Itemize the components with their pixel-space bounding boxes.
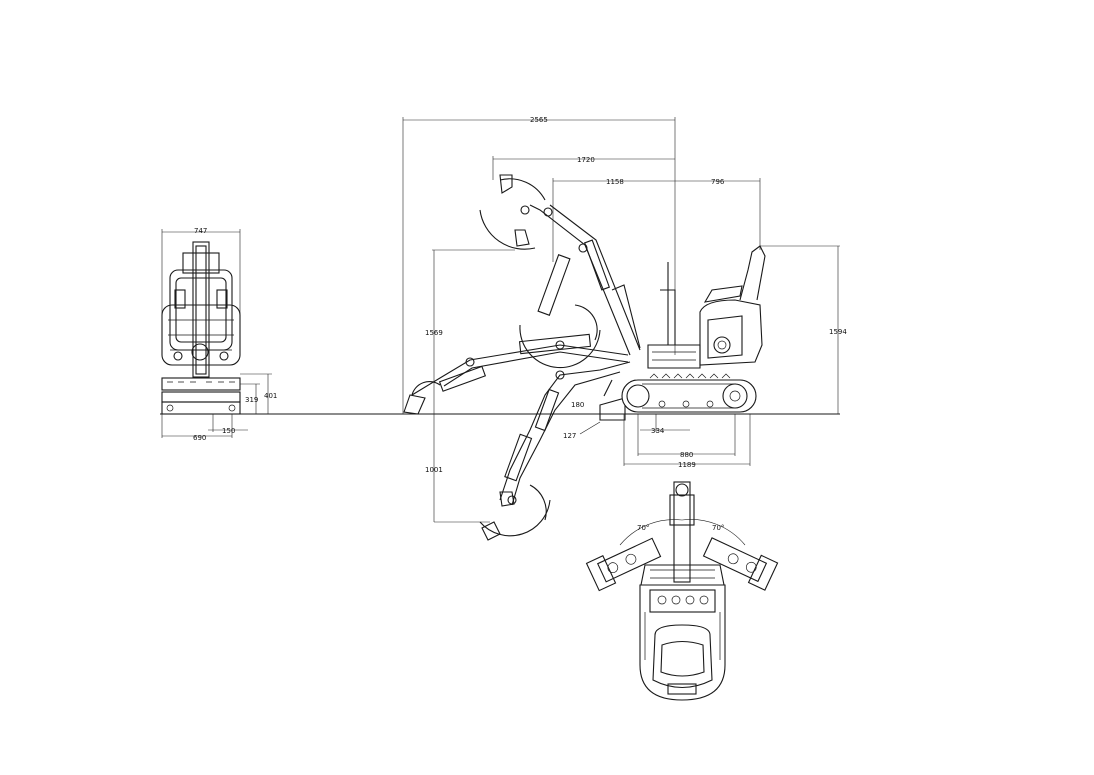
overall-reach-dim: 2565 xyxy=(530,116,548,124)
swing-left-dim: 70° xyxy=(637,524,649,532)
blade-127-dim: 127 xyxy=(563,432,576,440)
overall-height-dim: 1594 xyxy=(829,328,847,336)
tail-796-dim: 796 xyxy=(711,178,725,186)
track-width-dim: 690 xyxy=(193,434,206,442)
height-401-dim: 401 xyxy=(264,392,277,400)
side-view: 2565 1720 1158 796 1569 1594 1001 xyxy=(402,116,847,541)
reach-1720-dim: 1720 xyxy=(577,156,595,164)
clearance-334-dim: 334 xyxy=(651,427,665,435)
front-width-dim: 747 xyxy=(194,227,207,235)
tumbler-880-dim: 880 xyxy=(680,451,693,459)
front-view: 747 401 319 150 xyxy=(161,227,277,442)
blade-180-dim: 180 xyxy=(571,401,584,409)
shoe-width-dim: 150 xyxy=(222,427,235,435)
swing-right-dim: 70° xyxy=(712,524,724,532)
track-length-dim: 1189 xyxy=(678,461,696,469)
reach-1158-dim: 1158 xyxy=(606,178,624,186)
top-view: 70° 70° xyxy=(585,481,779,701)
dig-depth-dim: 1001 xyxy=(425,466,443,474)
height-319-dim: 319 xyxy=(245,396,258,404)
dump-height-dim: 1569 xyxy=(425,329,443,337)
